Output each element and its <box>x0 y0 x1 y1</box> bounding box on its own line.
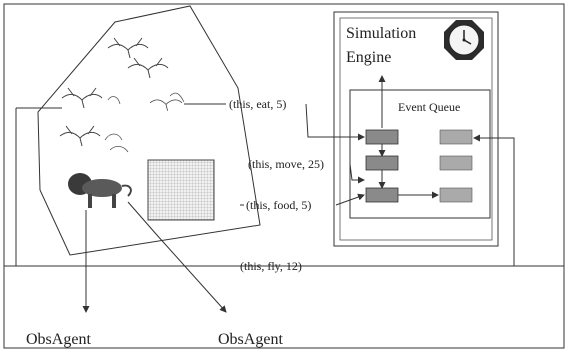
lion-icon <box>68 173 131 208</box>
bird-icon <box>128 58 168 78</box>
bird-icon <box>62 88 102 108</box>
engine-title-line1: Simulation <box>346 25 416 42</box>
bird-icon <box>150 100 182 111</box>
bird-icon <box>108 38 148 58</box>
event-block <box>440 188 472 202</box>
event-label-eat: (this, eat, 5) <box>229 97 286 111</box>
food-grid-icon <box>148 160 214 220</box>
observer-label-2: ObsAgent <box>218 331 283 348</box>
clock-icon <box>444 20 484 60</box>
bird-sketch <box>105 134 128 152</box>
bird-sketch <box>108 93 184 104</box>
event-label-food: (this, food, 5) <box>246 198 311 212</box>
event-block <box>366 188 398 202</box>
bird-icon <box>60 126 100 146</box>
eat-event-arrow <box>306 104 364 137</box>
event-block <box>366 156 398 170</box>
event-label-fly: (this, fly, 12) <box>240 259 302 273</box>
event-label-move: (this, move, 25) <box>248 157 324 171</box>
move-event-arrow <box>350 164 364 180</box>
engine-title-line2: Engine <box>346 49 391 66</box>
observer-label-1: ObsAgent <box>26 331 91 348</box>
event-block <box>366 130 398 144</box>
event-queue-label: Event Queue <box>398 100 460 114</box>
event-block <box>440 130 472 144</box>
event-block <box>440 156 472 170</box>
